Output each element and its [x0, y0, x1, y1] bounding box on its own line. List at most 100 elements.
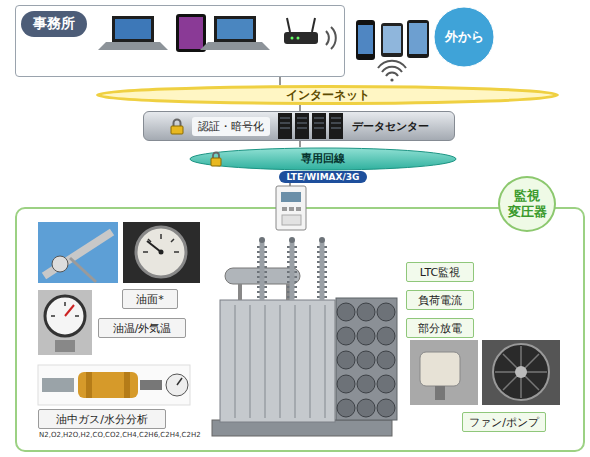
bushing — [260, 240, 265, 300]
router — [331, 27, 336, 49]
lock-icon — [211, 158, 221, 166]
node-text: LTC監視 — [420, 265, 460, 280]
radiator-fans — [377, 327, 395, 345]
monitoring-unit — [282, 207, 287, 211]
bushing — [290, 240, 295, 300]
bushing — [320, 240, 325, 300]
pump-photo — [420, 352, 460, 386]
connector-line — [299, 141, 301, 147]
node-text: 油面* — [136, 292, 164, 307]
radiator-fans — [336, 298, 397, 420]
dedicated-line-ring — [190, 148, 456, 170]
radiator-fans — [377, 375, 395, 393]
transformer — [212, 237, 397, 436]
tablet — [407, 20, 429, 58]
lock-icon — [170, 118, 184, 135]
node-text: 外から — [445, 28, 484, 46]
gas-analyzer-photo — [124, 372, 130, 398]
router — [297, 37, 300, 40]
radiator-fans — [337, 327, 355, 345]
fan-photo — [482, 340, 560, 405]
office-devices — [98, 14, 336, 52]
radiator-fans — [357, 303, 375, 321]
node-text: 認証・暗号化 — [192, 117, 270, 136]
node-text: データセンター — [352, 119, 429, 134]
measurement-label: 負荷電流 — [406, 290, 474, 310]
laptop — [115, 19, 151, 39]
radiator-fans — [357, 327, 375, 345]
sensor-label: 油温/外気温 — [98, 318, 186, 338]
gas-analyzer-photo — [177, 378, 182, 385]
server-racks — [280, 118, 341, 128]
tablet — [381, 23, 403, 57]
node-text: 負荷電流 — [418, 293, 462, 308]
router — [284, 32, 318, 44]
pump-photo — [410, 340, 478, 405]
radiator-fans — [337, 375, 355, 393]
tablet — [381, 23, 403, 57]
transformer-illustration — [38, 186, 560, 436]
tablet — [179, 17, 203, 49]
lock-icon — [211, 153, 221, 167]
thermometer-photo — [38, 290, 92, 355]
gauge-photo — [123, 222, 200, 283]
radiator-fans — [377, 399, 395, 417]
sensor-label: 油中ガス/水分分析 — [38, 409, 166, 429]
oil-level-photo — [70, 258, 96, 282]
thermometer-photo — [38, 290, 92, 355]
laptop — [112, 16, 154, 42]
radiator-fans — [337, 399, 355, 417]
fan-photo — [495, 346, 547, 398]
thermometer-photo — [55, 340, 75, 352]
monitored-transformer-region: 監視 変圧器油面*油温/外気温油中ガス/水分分析LTC監視負荷電流部分放電ファン… — [15, 207, 585, 452]
monitoring-unit — [276, 186, 306, 230]
gas-analyzer-photo — [86, 372, 92, 398]
radiator-fans — [357, 375, 375, 393]
sensor-label: 油面* — [122, 289, 178, 309]
laptop — [214, 16, 256, 42]
smartphone — [356, 20, 375, 60]
wifi-symbol — [378, 61, 406, 82]
monitoring-unit — [276, 186, 306, 230]
router — [284, 18, 336, 49]
radiator-fans — [337, 303, 355, 321]
radiator-fans — [357, 399, 375, 417]
monitoring-unit — [282, 215, 301, 225]
bushing — [259, 237, 265, 243]
node-text: 油温/外気温 — [113, 321, 172, 336]
outside-circle: 外から — [433, 6, 495, 68]
wifi-symbol — [378, 61, 406, 68]
laptop — [98, 16, 168, 50]
radiator-fans — [336, 298, 397, 420]
office-box: 事務所 — [15, 5, 345, 77]
node-text: 油中ガス/水分分析 — [56, 412, 148, 427]
gas-analyzer-photo — [140, 380, 162, 390]
fan-photo — [482, 340, 560, 405]
radiator-fans — [377, 351, 395, 369]
gauge-photo — [123, 222, 200, 283]
server-racks — [295, 113, 309, 139]
tablet — [407, 20, 429, 58]
node-text: 事務所 — [21, 11, 87, 37]
transformer — [235, 305, 325, 418]
server-racks — [329, 113, 343, 139]
gas-list-label: N2,O2,H2O,H2,CO,CO2,CH4,C2H6,C2H4,C2H2 — [38, 431, 202, 439]
server-racks — [278, 113, 343, 139]
monitoring-unit — [281, 192, 301, 202]
server-racks — [278, 113, 344, 139]
bushing — [259, 237, 325, 300]
laptop — [200, 16, 270, 50]
pump-photo — [410, 340, 478, 405]
node-text: 部分放電 — [418, 321, 462, 336]
fan-photo — [515, 366, 527, 378]
gauge-photo — [136, 227, 186, 277]
gas-analyzer-photo — [42, 378, 74, 392]
lock-icon — [171, 126, 183, 134]
circle-shape — [434, 7, 494, 67]
gas-analyzer-photo — [78, 372, 138, 398]
thermometer-photo — [51, 302, 79, 316]
laptop — [98, 42, 168, 50]
fan-photo — [493, 344, 549, 400]
monitoring-unit — [289, 207, 294, 211]
lock-icon — [173, 119, 180, 126]
